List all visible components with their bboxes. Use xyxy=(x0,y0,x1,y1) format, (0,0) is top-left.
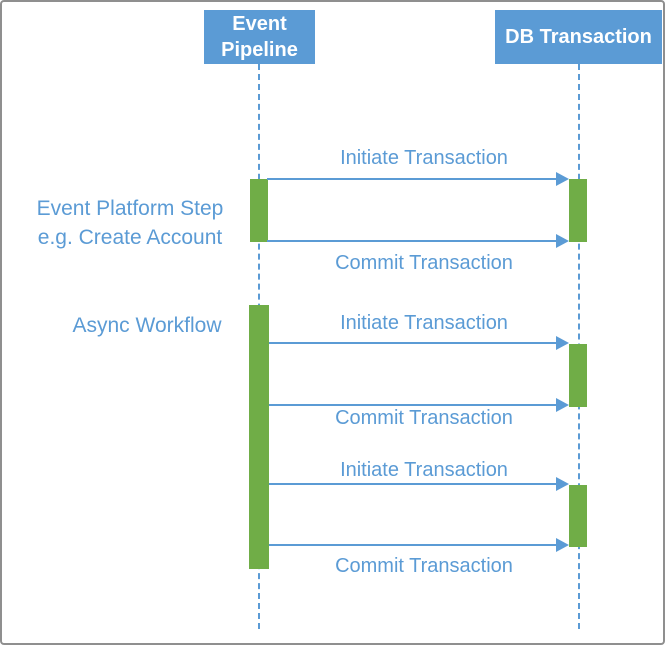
activation-bar-async-workflow xyxy=(249,305,269,569)
annotation-line: Event Platform Step xyxy=(36,197,224,220)
message-label-commit-3: Commit Transaction xyxy=(335,555,513,577)
arrow-line xyxy=(269,483,560,485)
arrow-line xyxy=(269,342,560,344)
lifeline-header-label: Event Pipeline xyxy=(221,13,298,61)
message-arrow-commit-1 xyxy=(267,234,569,248)
message-label-commit-1: Commit Transaction xyxy=(335,252,513,274)
message-label-initiate-1: Initiate Transaction xyxy=(340,147,508,169)
activation-bar-db-transaction-2 xyxy=(569,344,587,407)
arrowhead-right-icon xyxy=(556,538,569,552)
activation-bar-db-transaction-1 xyxy=(569,179,587,242)
arrowhead-right-icon xyxy=(556,398,569,412)
message-arrow-commit-3 xyxy=(269,538,569,552)
arrowhead-right-icon xyxy=(556,477,569,491)
arrow-line xyxy=(269,404,560,406)
annotation-line: Async Workflow xyxy=(72,314,222,337)
annotation-async-workflow: Async Workflow xyxy=(32,311,262,340)
arrow-line xyxy=(267,240,560,242)
arrow-line xyxy=(269,544,560,546)
message-arrow-initiate-1 xyxy=(267,172,569,186)
message-label-initiate-2: Initiate Transaction xyxy=(340,312,508,334)
annotation-line: e.g. Create Account xyxy=(37,226,223,249)
message-label-commit-2: Commit Transaction xyxy=(335,407,513,429)
lifeline-header-label: DB Transaction xyxy=(505,26,652,48)
arrow-line xyxy=(267,178,560,180)
message-arrow-initiate-2 xyxy=(269,336,569,350)
arrowhead-right-icon xyxy=(556,172,569,186)
arrowhead-right-icon xyxy=(556,234,569,248)
message-arrow-initiate-3 xyxy=(269,477,569,491)
arrowhead-right-icon xyxy=(556,336,569,350)
activation-bar-db-transaction-3 xyxy=(569,485,587,547)
message-label-initiate-3: Initiate Transaction xyxy=(340,459,508,481)
message-arrow-commit-2 xyxy=(269,398,569,412)
lifeline-header-db-transaction: DB Transaction xyxy=(495,10,662,64)
activation-bar-event-platform-step xyxy=(250,179,268,242)
annotation-event-platform-step: Event Platform Step e.g. Create Account xyxy=(20,194,240,252)
lifeline-header-event-pipeline: Event Pipeline xyxy=(204,10,315,64)
